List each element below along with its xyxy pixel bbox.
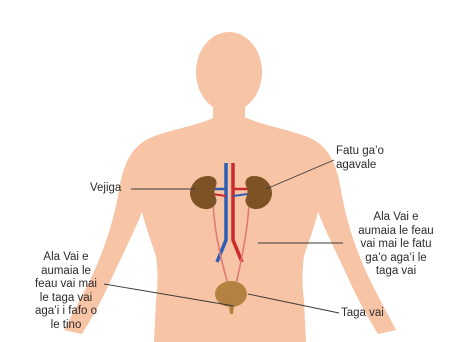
label-ureter-line: Ala Vai e	[346, 211, 446, 225]
label-urethra: Ala Vai e aumaia le feau vai mai le taga…	[30, 251, 102, 332]
label-kidney-line: Fatu ga’o	[336, 145, 384, 159]
label-ureter-line: vai mai le fatu	[346, 238, 446, 252]
label-urethra-line: aga’i i fafo o	[30, 305, 102, 319]
label-ureter-line: taga vai	[346, 265, 446, 279]
label-bladder: Taga vai	[341, 307, 384, 321]
label-kidney: Fatu ga’o agavale	[336, 145, 384, 172]
label-ureter-line: ga’o aga’i le	[346, 252, 446, 266]
bladder-shape	[215, 281, 247, 307]
label-urethra-line: Ala Vai e	[30, 251, 102, 265]
label-urethra-line: feau vai mai	[30, 278, 102, 292]
label-kidney-line: agavale	[336, 159, 384, 173]
label-ureter-line: aumaia le feau	[346, 225, 446, 239]
label-vejiga: Vejiga	[90, 182, 121, 196]
label-urethra-line: le taga vai	[30, 292, 102, 306]
label-urethra-line: aumaia le	[30, 265, 102, 279]
label-ureter: Ala Vai e aumaia le feau vai mai le fatu…	[346, 211, 446, 279]
label-urethra-line: le tino	[30, 319, 102, 333]
